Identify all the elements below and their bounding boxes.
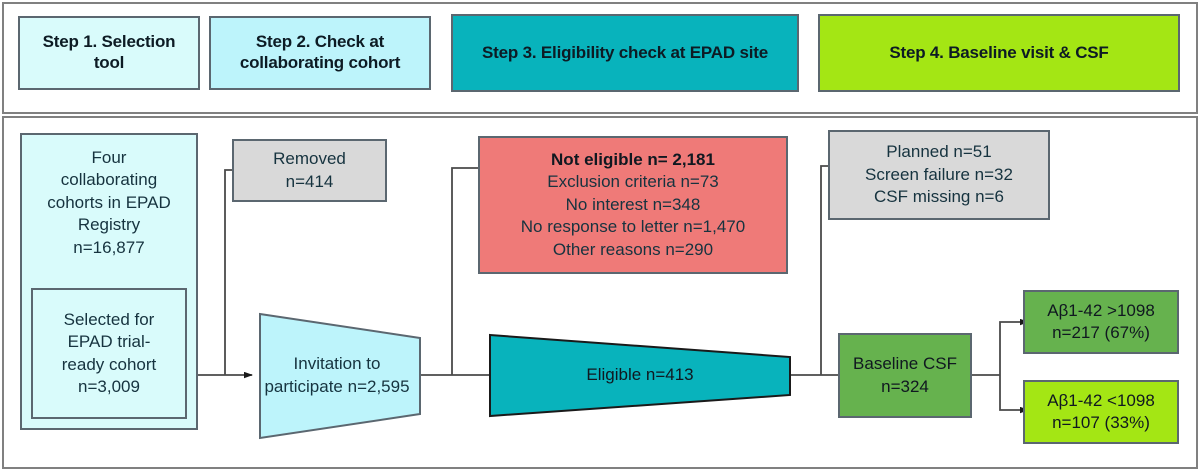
removed-line-2: n=414 (285, 171, 334, 191)
registry-line-3: cohorts in EPAD (47, 192, 171, 212)
step-box-4: Step 4. Baseline visit & CSF (818, 14, 1180, 92)
baseline-csf-line-2: n=324 (881, 376, 929, 396)
invitation-label-group: Invitation to participate n=2,595 (262, 353, 412, 398)
node-invitation: Invitation to participate n=2,595 (258, 310, 422, 441)
eligible-shape (489, 333, 791, 418)
ab-low-line-1: Aβ1-42 <1098 (1047, 390, 1155, 410)
planned-line-1: Planned n=51 (886, 142, 992, 162)
step-box-2: Step 2. Check at collaborating cohort (209, 16, 431, 90)
step-box-1: Step 1. Selection tool (18, 16, 200, 90)
node-eligible: Eligible n=413 (488, 333, 792, 418)
step-3-label: Step 3. Eligibility check at EPAD site (482, 42, 768, 62)
node-not-eligible: Not eligible n= 2,181 Exclusion criteria… (478, 136, 788, 274)
node-removed: Removed n=414 (232, 139, 387, 202)
removed-line-1: Removed (273, 149, 346, 169)
ab-low-line-2: n=107 (33%) (1052, 413, 1150, 432)
invitation-line-3: n=2,595 (347, 376, 410, 396)
registry-line-4: Registry (77, 215, 141, 235)
step-1-label: Step 1. Selection tool (42, 32, 176, 72)
invitation-line-1: Invitation to (293, 354, 381, 374)
planned-line-2: Screen failure n=32 (865, 164, 1013, 184)
node-baseline-csf: Baseline CSF n=324 (838, 333, 972, 418)
eligible-label: Eligible n=413 (586, 365, 694, 385)
selected-line-4: n=3,009 (78, 376, 140, 396)
node-ab-high: Aβ1-42 >1098 n=217 (67%) (1023, 290, 1179, 354)
step-2-label: Step 2. Check at collaborating cohort (239, 32, 401, 72)
planned-line-3: CSF missing n=6 (874, 187, 1004, 207)
not-eligible-line-2: No interest n=348 (565, 194, 701, 214)
selected-line-3: ready cohort (61, 354, 157, 374)
step-4-label: Step 4. Baseline visit & CSF (889, 42, 1109, 62)
ab-high-line-2: n=217 (67%) (1052, 323, 1150, 342)
selected-line-1: Selected for (63, 309, 155, 329)
selected-line-2: EPAD trial- (67, 332, 151, 352)
not-eligible-line-4: Other reasons n=290 (552, 239, 714, 259)
registry-line-1: Four (91, 148, 127, 167)
invitation-line-2: participate (264, 376, 343, 396)
not-eligible-line-1: Exclusion criteria n=73 (547, 172, 719, 192)
node-planned: Planned n=51 Screen failure n=32 CSF mis… (828, 130, 1050, 220)
not-eligible-title: Not eligible n= 2,181 (551, 149, 715, 169)
step-box-3: Step 3. Eligibility check at EPAD site (451, 14, 799, 92)
node-ab-low: Aβ1-42 <1098 n=107 (33%) (1023, 380, 1179, 444)
registry-line-5: n=16,877 (73, 237, 145, 257)
not-eligible-line-3: No response to letter n=1,470 (520, 217, 746, 237)
registry-line-2: collaborating (60, 170, 158, 190)
ab-high-line-1: Aβ1-42 >1098 (1047, 300, 1155, 320)
node-selected-cohort: Selected for EPAD trial- ready cohort n=… (31, 288, 187, 419)
invitation-shape (259, 312, 421, 440)
baseline-csf-line-1: Baseline CSF (853, 354, 957, 374)
